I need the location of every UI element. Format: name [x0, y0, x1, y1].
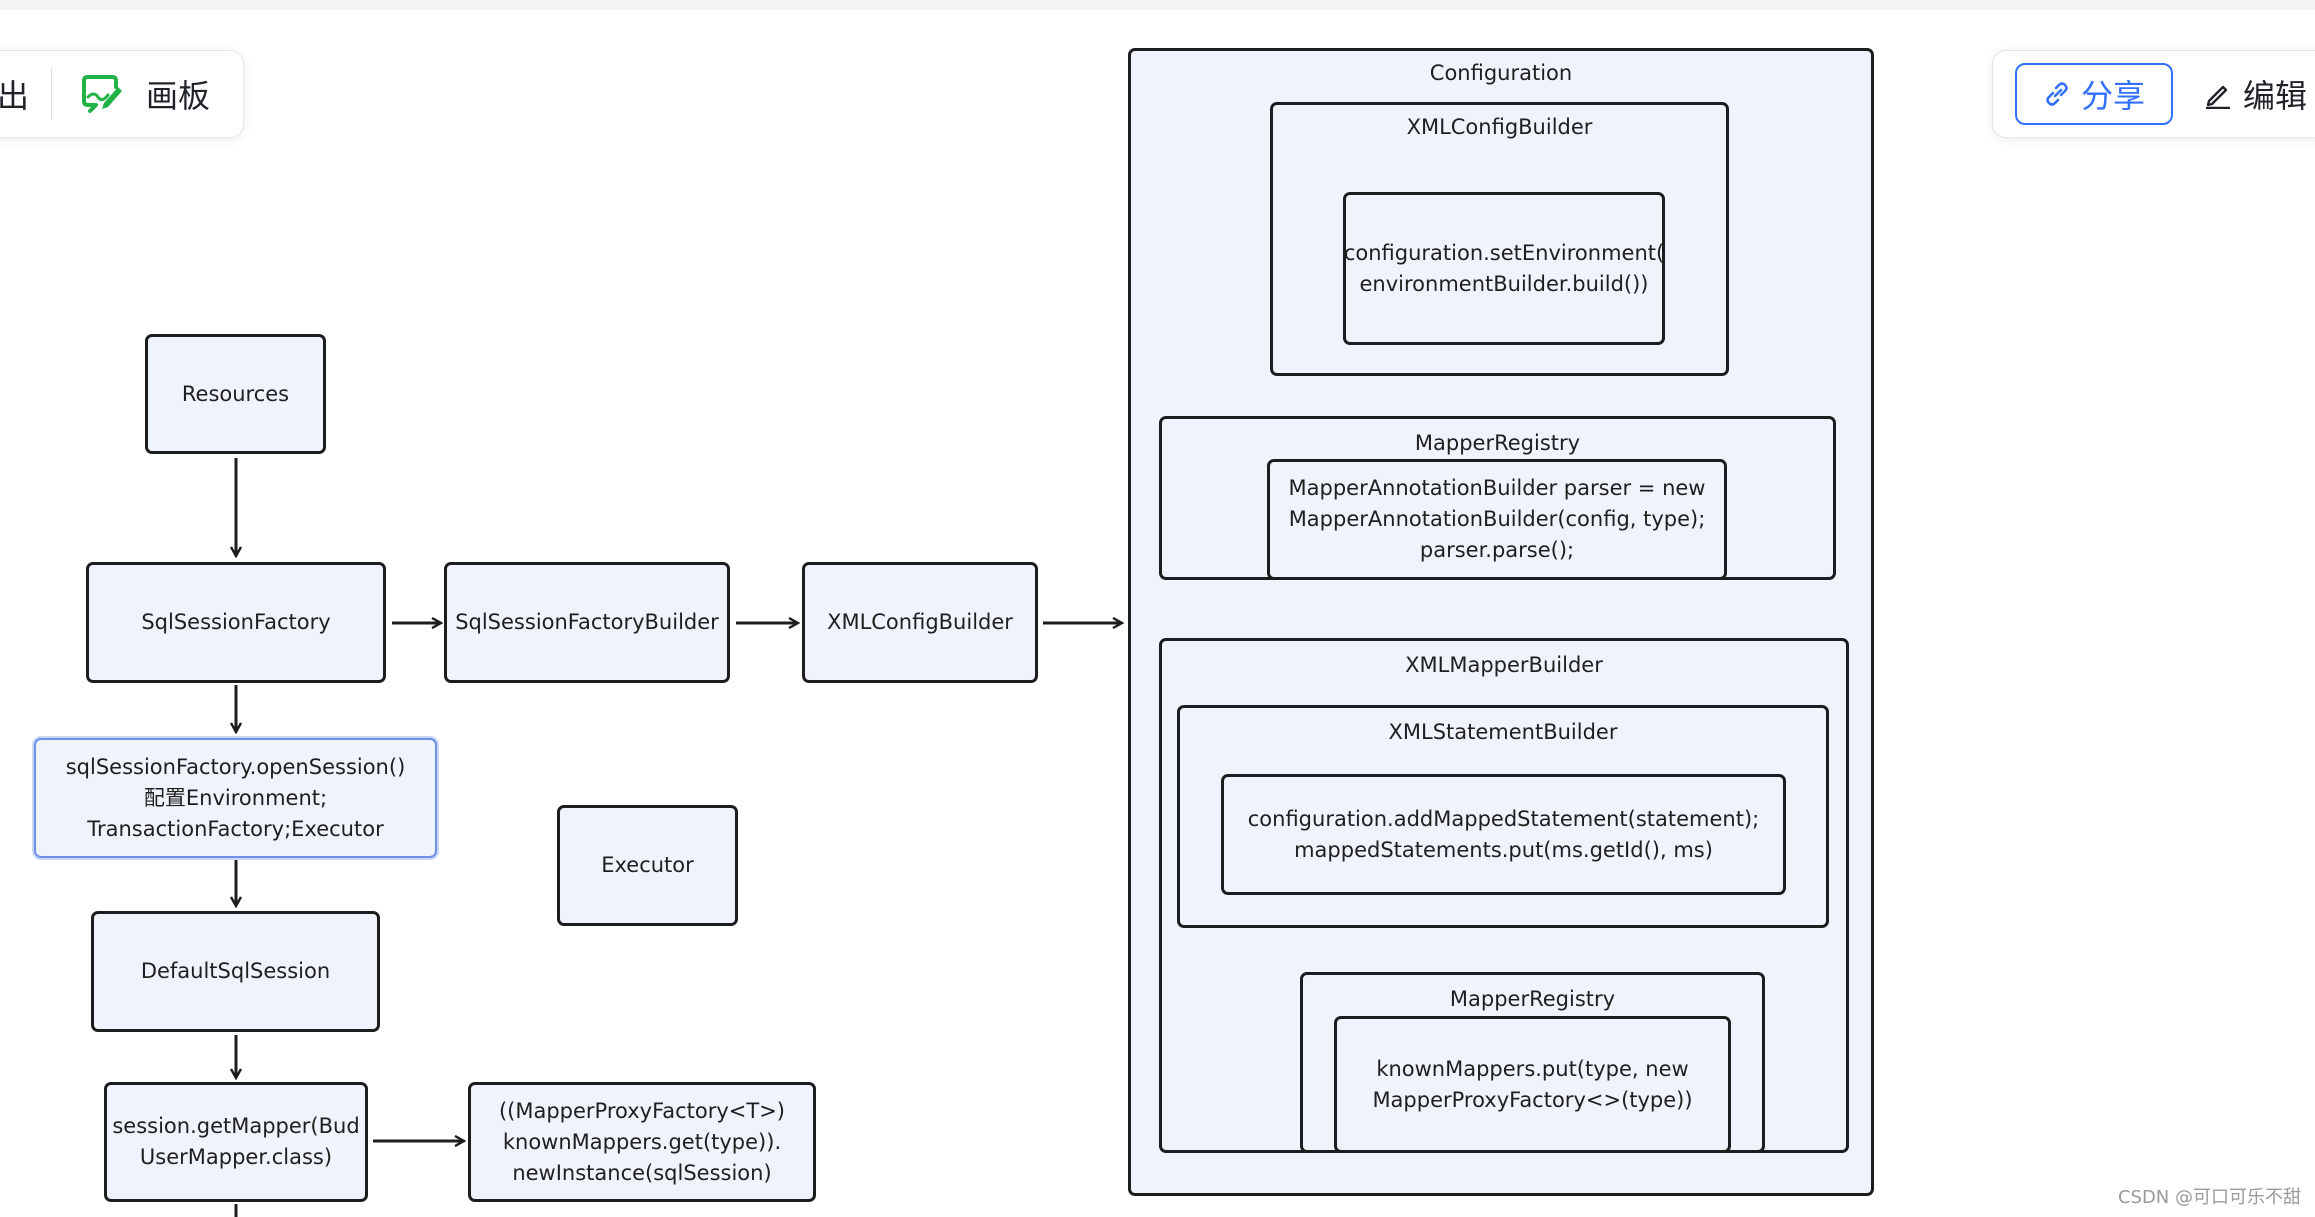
group-mapperregistry-top-title: MapperRegistry	[1414, 431, 1581, 455]
share-button-label: 分享	[2080, 77, 2145, 115]
watermark: CSDN @可口可乐不甜	[2117, 1187, 2301, 1208]
link-icon	[2043, 80, 2071, 108]
node-mapperproxy[interactable]: ((MapperProxyFactory<T>) knownMappers.ge…	[468, 1082, 816, 1202]
node-sqlsessionfactorybuilder[interactable]: SqlSessionFactoryBuilder	[444, 562, 730, 683]
node-opensession-label: sqlSessionFactory.openSession() 配置Enviro…	[65, 754, 406, 841]
node-sqlsessionfactory[interactable]: SqlSessionFactory	[86, 562, 386, 683]
edit-button-label: 编辑	[2243, 77, 2308, 115]
export-button-label[interactable]: 出	[0, 77, 30, 115]
node-xmlconfigbuilder-label: XMLConfigBuilder	[827, 610, 1013, 634]
node-opensession[interactable]: sqlSessionFactory.openSession() 配置Enviro…	[34, 738, 437, 858]
node-xmlconfigbuilder[interactable]: XMLConfigBuilder	[802, 562, 1038, 683]
whiteboard-button-label[interactable]: 画板	[146, 77, 211, 115]
node-getmapper[interactable]: session.getMapper(Bud UserMapper.class)	[104, 1082, 368, 1202]
node-executor-label: Executor	[601, 853, 694, 877]
edit-button[interactable]: 编辑	[2203, 63, 2307, 125]
node-knownmappers-label: knownMappers.put(type, new MapperProxyFa…	[1372, 1056, 1693, 1112]
node-sqlsessionfactory-label: SqlSessionFactory	[141, 610, 331, 634]
node-setenvironment-label: configuration.setEnvironment( environmen…	[1343, 240, 1665, 296]
node-resources-label: Resources	[181, 381, 290, 406]
group-xmlmapperbuilder-title: XMLMapperBuilder	[1405, 653, 1603, 677]
group-mapperregistry-bottom-title: MapperRegistry	[1449, 987, 1616, 1011]
node-mapperproxy-label: ((MapperProxyFactory<T>) knownMappers.ge…	[498, 1098, 786, 1185]
node-setenvironment[interactable]: configuration.setEnvironment( environmen…	[1343, 192, 1665, 345]
group-xmlstatementbuilder-title: XMLStatementBuilder	[1388, 720, 1618, 744]
node-sqlsessionfactorybuilder-label: SqlSessionFactoryBuilder	[455, 610, 719, 634]
whiteboard-icon[interactable]	[78, 73, 124, 115]
top-strip	[0, 0, 2315, 10]
node-defaultsqlsession[interactable]: DefaultSqlSession	[91, 911, 380, 1032]
node-knownmappers[interactable]: knownMappers.put(type, new MapperProxyFa…	[1334, 1016, 1731, 1153]
node-mapperannotationbuilder[interactable]: MapperAnnotationBuilder parser = new Map…	[1267, 459, 1727, 580]
toolbar-divider	[51, 68, 53, 120]
share-button[interactable]: 分享	[2015, 63, 2173, 125]
group-configuration-title: Configuration	[1429, 61, 1573, 85]
node-executor[interactable]: Executor	[557, 805, 738, 926]
node-addmappedstatement-label: configuration.addMappedStatement(stateme…	[1247, 806, 1760, 862]
toolbar-right: 分享 编辑	[1992, 50, 2315, 138]
node-mapperannotationbuilder-label: MapperAnnotationBuilder parser = new Map…	[1288, 476, 1706, 562]
node-resources[interactable]: Resources	[145, 334, 326, 454]
node-getmapper-label: session.getMapper(Bud UserMapper.class)	[112, 1114, 360, 1169]
toolbar-left: 出 画板	[0, 50, 244, 138]
group-xmlconfigbuilder-title: XMLConfigBuilder	[1406, 115, 1593, 139]
node-addmappedstatement[interactable]: configuration.addMappedStatement(stateme…	[1221, 774, 1786, 895]
pencil-icon	[2203, 79, 2233, 109]
node-defaultsqlsession-label: DefaultSqlSession	[140, 959, 331, 983]
